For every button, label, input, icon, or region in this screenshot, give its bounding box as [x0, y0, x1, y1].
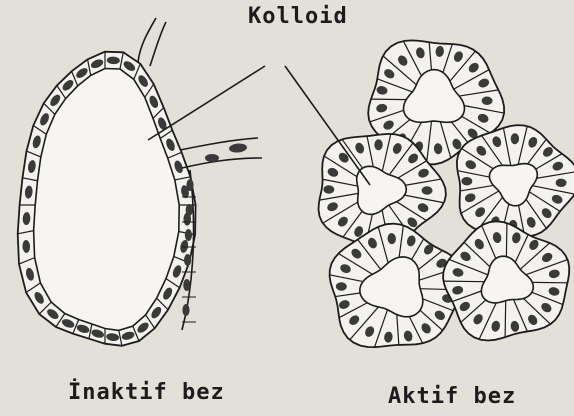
cell-nucleus — [205, 154, 219, 162]
colloid-label: Kolloid — [248, 4, 348, 29]
cell-nucleus — [186, 204, 193, 216]
cell-nucleus — [184, 254, 191, 266]
cell-nucleus — [183, 279, 190, 291]
cell-boundary — [506, 223, 507, 257]
cell-nucleus — [229, 143, 248, 154]
active-gland-label: Aktif bez — [388, 384, 516, 409]
connective-strand — [150, 22, 166, 66]
cell-nucleus — [182, 304, 189, 316]
active-follicles — [319, 40, 574, 347]
capillary-branch — [182, 158, 262, 168]
cell-boundary — [443, 281, 484, 282]
cell-nucleus — [186, 179, 193, 191]
cell-boundary — [505, 301, 506, 337]
leader-line-left — [148, 66, 265, 140]
inactive-gland-label: İnaktif bez — [68, 380, 225, 405]
cell-nucleus — [185, 229, 192, 241]
active-follicle — [443, 221, 569, 340]
inactive-follicle — [18, 18, 262, 346]
active-follicle — [457, 125, 574, 237]
